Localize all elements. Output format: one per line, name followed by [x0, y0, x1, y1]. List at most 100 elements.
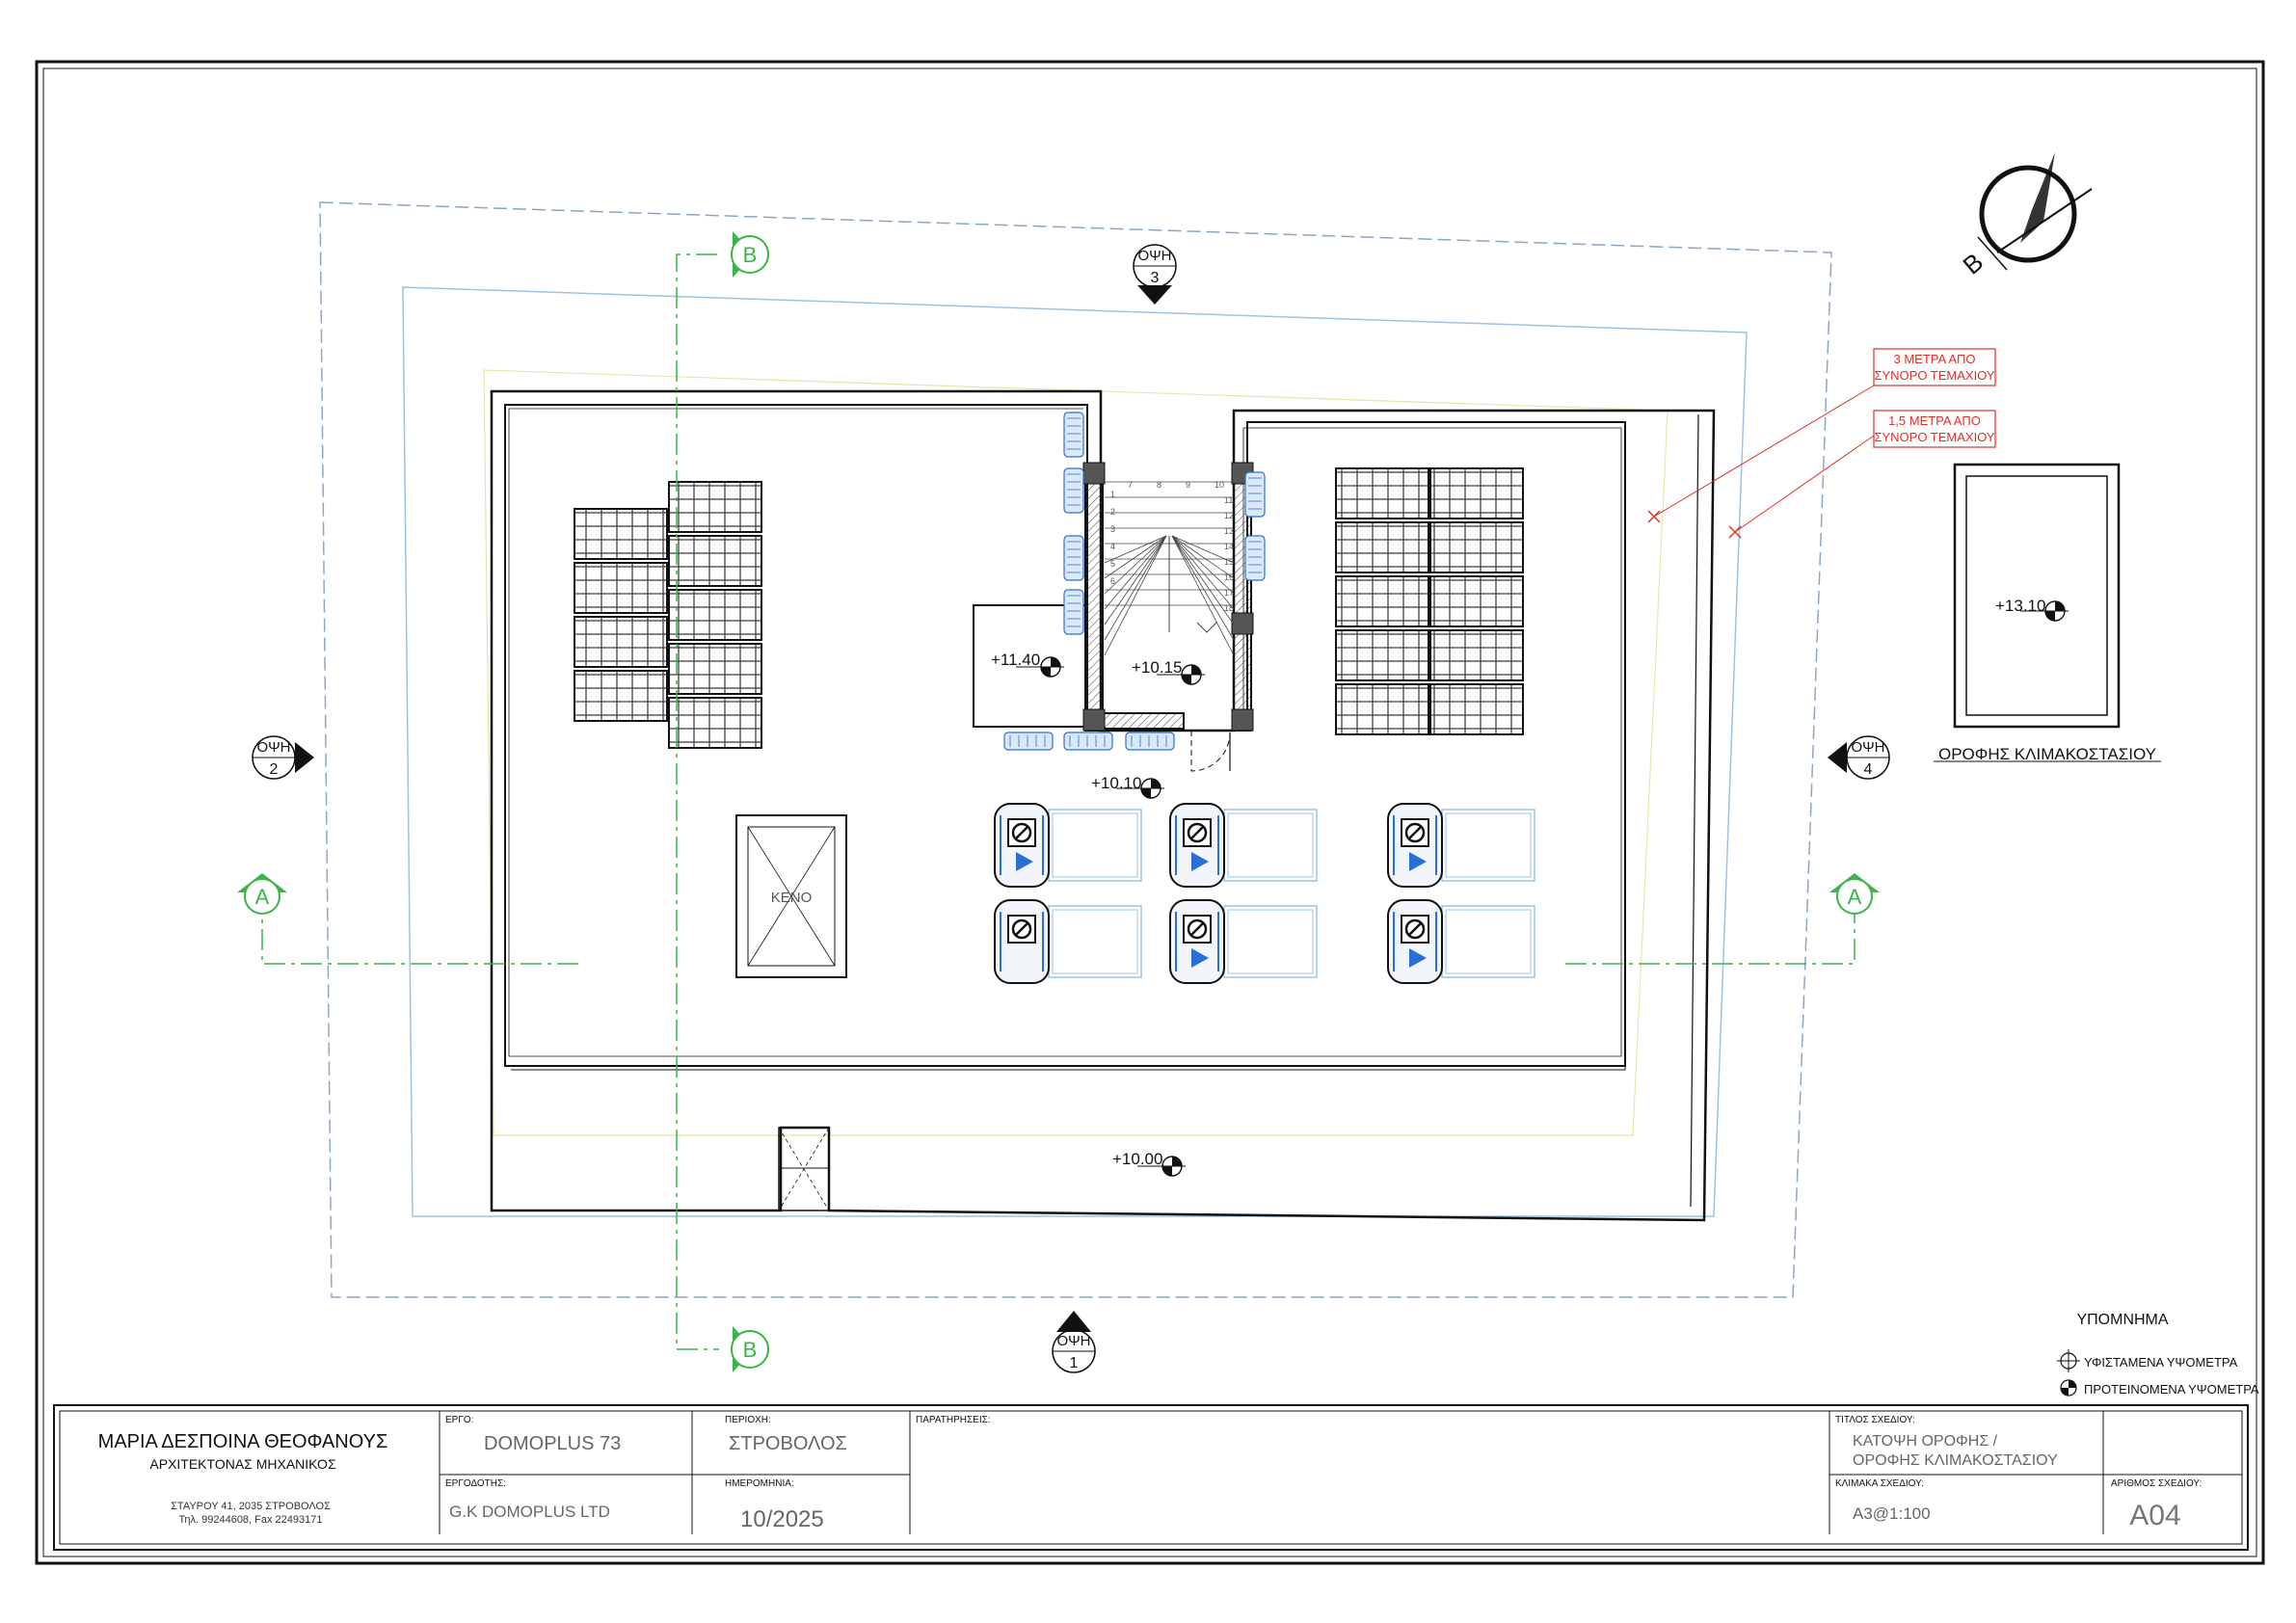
- drawing-number-value: A04: [2129, 1500, 2180, 1531]
- solar-panel-8: [668, 697, 762, 749]
- collector-outer-4: [1441, 809, 1535, 882]
- scale-label: ΚΛΙΜΑΚΑ ΣΧΕΔΙΟΥ:: [1835, 1478, 1924, 1489]
- stair-number: 17: [1224, 588, 1234, 598]
- collector-outer-1: [1048, 905, 1142, 978]
- legend-existing: ΥΦΙΣΤΑΜΕΝΑ ΥΨΟΜΕΤΡΑ: [2084, 1355, 2238, 1370]
- date-value: 10/2025: [740, 1506, 824, 1532]
- client-value: G.K DOMOPLUS LTD: [449, 1503, 610, 1521]
- view-2-label: ΟΨΗ: [256, 739, 290, 756]
- north-label: B: [1958, 247, 1989, 279]
- solar-panel-3: [574, 670, 668, 722]
- elevation-marker-q2-4: [2045, 611, 2055, 621]
- stair-number: 15: [1224, 557, 1234, 567]
- stair-winder-left-4: [1104, 535, 1167, 625]
- valve-bar-3: [1190, 922, 1204, 936]
- stair-winder-left-2: [1104, 535, 1167, 595]
- stair-winder-right-2: [1171, 535, 1235, 595]
- valve-bar-0: [1015, 826, 1028, 839]
- stair-arrow: [1196, 622, 1217, 633]
- solar-panel-12: [1335, 629, 1429, 681]
- architect-address: ΣΤΑΥΡΟΥ 41, 2035 ΣΤΡΟΒΟΛΟΣ: [171, 1501, 331, 1512]
- view-3-num: 3: [1151, 270, 1160, 286]
- collector-inner-4: [1445, 812, 1532, 878]
- solar-panel-6: [668, 589, 762, 641]
- architect-phone: Τηλ. 99244608, Fax 22493171: [178, 1514, 322, 1526]
- collector-outer-0: [1048, 809, 1142, 882]
- note-1-5m-line2: ΣΥΝΟΡΟ ΤΕΜΑΧΙΟΥ: [1874, 430, 1994, 444]
- view-1-num: 1: [1070, 1355, 1079, 1371]
- flow-arrow-4: [1409, 852, 1427, 871]
- elevation-roof-main: +10.10: [1091, 774, 1141, 792]
- setback-note-1-5m: [1728, 410, 1996, 539]
- solar-panel-15: [1429, 521, 1524, 573]
- stair-wall-bottom: [1102, 712, 1185, 730]
- legend-proposed: ΠΡΟΤΕΙΝΟΜΕΝΑ ΥΨΟΜΕΤΡΑ: [2084, 1382, 2259, 1397]
- north-arrow: [1977, 152, 2093, 271]
- door-swing: [1190, 731, 1231, 772]
- elevation-marker-q1-2: [1151, 779, 1161, 788]
- ac-unit-v-0: [1063, 412, 1084, 458]
- section-a-left-label: A: [255, 885, 270, 909]
- remarks-label: ΠΑΡΑΤΗΡΗΣΕΙΣ:: [916, 1415, 991, 1425]
- project-value: DOMOPLUS 73: [484, 1433, 621, 1454]
- stair-winder-left-5: [1104, 535, 1167, 641]
- valve-ring-5: [1404, 918, 1426, 940]
- section-b-top-label: B: [743, 243, 758, 267]
- solar-panel-4: [668, 481, 762, 533]
- stair-roof-plan-outer: [1953, 463, 2121, 729]
- legend-proposed-symbol: [2060, 1379, 2077, 1397]
- solar-panel-7: [668, 643, 762, 695]
- drawing-title-line1: ΚΑΤΟΨΗ ΟΡΟΦΗΣ /: [1853, 1433, 1998, 1450]
- stair-winder-right-0: [1171, 535, 1235, 564]
- ac-unit-h-0: [1003, 732, 1054, 751]
- flow-arrow-3: [1191, 948, 1209, 968]
- stair-winder-right-3: [1171, 535, 1235, 610]
- valve-ring-3: [1187, 918, 1208, 940]
- section-marker-b-bottom: [731, 1326, 769, 1372]
- area-value: ΣΤΡΟΒΟΛΟΣ: [729, 1433, 847, 1454]
- drawing-number-label: ΑΡΙΘΜΟΣ ΣΧΕΔΙΟΥ:: [2111, 1478, 2202, 1489]
- ac-unit-v-3: [1063, 589, 1084, 635]
- plot-boundary-setback: [402, 286, 1748, 1217]
- legend-title: ΥΠΟΜΝΗΜΑ: [2076, 1312, 2168, 1328]
- solar-panel-10: [1335, 521, 1429, 573]
- stair-number: 16: [1224, 572, 1234, 582]
- note-3m-line1: 3 ΜΕΤΡΑ ΑΠΟ: [1893, 352, 1975, 366]
- building-right-edge: [1690, 413, 1699, 1208]
- flow-arrow-5: [1409, 948, 1427, 968]
- stair-number: 10: [1215, 480, 1224, 490]
- stair-roof-plan-inner: [1965, 475, 2108, 716]
- collector-inner-5: [1445, 909, 1532, 974]
- solar-panel-13: [1335, 683, 1429, 735]
- view-4-num: 4: [1864, 761, 1873, 778]
- void-cross-2: [747, 826, 836, 967]
- void-opening: [735, 814, 847, 978]
- shaft-box: [778, 1127, 830, 1211]
- section-marker-b-top: [731, 231, 769, 278]
- architect-name: ΜΑΡΙΑ ΔΕΣΠΟΙΝΑ ΘΕΟΦΑΝΟΥΣ: [98, 1431, 388, 1452]
- stair-number: 8: [1157, 480, 1161, 490]
- stair-winder-left-6: [1104, 535, 1167, 656]
- valve-bar-4: [1408, 826, 1422, 839]
- stair-winder-right-5: [1171, 535, 1235, 641]
- elevation-marker-q1-1: [1191, 665, 1201, 675]
- flow-arrow-2: [1191, 852, 1209, 871]
- stair-number: 7: [1128, 480, 1133, 490]
- stair-col-5: [1231, 612, 1254, 635]
- valve-bar-2: [1190, 826, 1204, 839]
- collector-inner-3: [1227, 909, 1314, 974]
- collector-inner-1: [1052, 909, 1138, 974]
- elevation-marker-q1-3: [1172, 1157, 1182, 1166]
- ac-unit-v-1: [1063, 467, 1084, 514]
- collector-inner-2: [1227, 812, 1314, 878]
- view-2-num: 2: [270, 761, 279, 778]
- view-1-label: ΟΨΗ: [1056, 1333, 1090, 1349]
- elevation-marker-q2-3: [1162, 1166, 1172, 1176]
- collector-outer-3: [1223, 905, 1318, 978]
- stair-winder-left-1: [1104, 535, 1167, 579]
- parapet-inner-2: [508, 408, 1622, 1057]
- legend-existing-symbol: [2057, 1349, 2080, 1372]
- ac-unit-v-5: [1244, 535, 1266, 581]
- solar-panel-5: [668, 535, 762, 587]
